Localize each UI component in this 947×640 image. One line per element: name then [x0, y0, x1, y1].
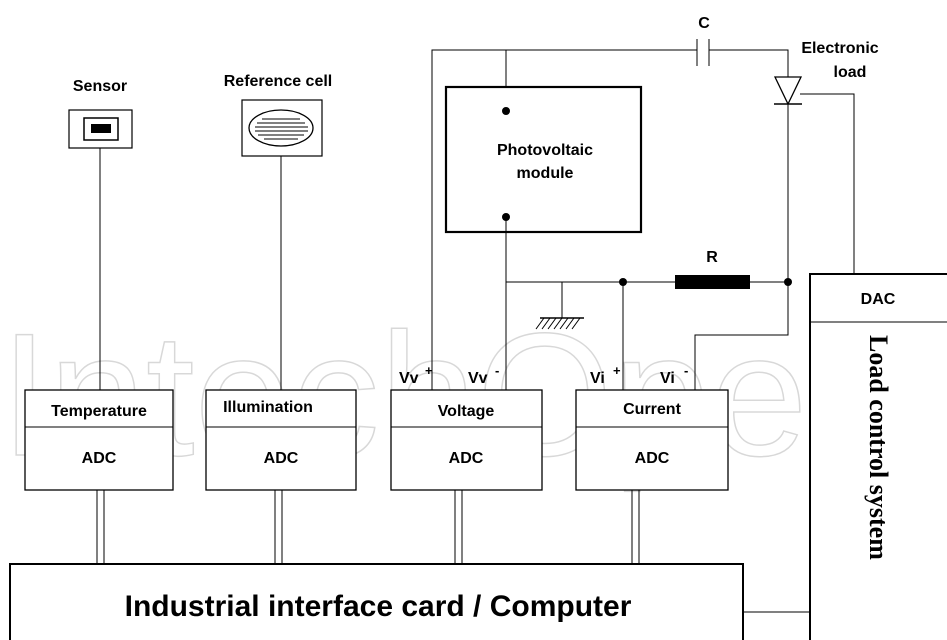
photovoltaic-module-box	[444, 85, 643, 234]
svg-text:-: -	[495, 363, 499, 378]
adc-sub: ADC	[264, 450, 299, 467]
sensor-icon	[68, 109, 133, 149]
computer-label: Industrial interface card / Computer	[125, 590, 632, 623]
adc-sub: ADC	[449, 450, 484, 467]
ground-icon	[535, 282, 584, 330]
capacitor-to-load-wire	[709, 49, 789, 77]
svg-text:-: -	[684, 363, 688, 378]
pv-module-label-line2: module	[517, 165, 574, 182]
vv-plus-wire	[431, 49, 697, 390]
terminal-vi-minus: Vi -	[660, 363, 688, 387]
load-control-system-box	[809, 273, 947, 640]
svg-text:Vi: Vi	[590, 370, 605, 387]
computer-box	[9, 563, 744, 640]
svg-text:+: +	[425, 363, 433, 378]
adc-sub: ADC	[635, 450, 670, 467]
electronic-load-label-line2: load	[834, 64, 867, 81]
terminal-vi-plus: Vi +	[590, 363, 621, 387]
svg-text:+: +	[613, 363, 621, 378]
diode-icon	[773, 76, 803, 106]
dac-label: DAC	[861, 291, 896, 308]
vi-minus-wire	[694, 282, 789, 390]
terminal-vv-minus: Vv -	[468, 363, 499, 387]
sensor-label: Sensor	[73, 78, 127, 95]
terminal-vv-plus: Vv +	[399, 363, 433, 387]
pv-module-label-line1: Photovoltaic	[497, 142, 593, 159]
adc-computer-buses	[96, 490, 640, 564]
svg-text:Vi: Vi	[660, 370, 675, 387]
resistor-label: R	[706, 249, 718, 266]
adc-block-temperature: Temperature ADC	[24, 389, 174, 491]
pv-plus-terminal	[502, 107, 510, 115]
resistor-icon	[675, 275, 750, 289]
dac-control-wire	[800, 93, 855, 274]
adc-block-voltage: Voltage ADC	[390, 389, 543, 491]
capacitor-label: C	[698, 15, 710, 32]
adc-title: Voltage	[438, 403, 495, 420]
adc-sub: ADC	[82, 450, 117, 467]
adc-block-illumination: Illumination ADC	[205, 389, 357, 491]
adc-block-current: Current ADC	[575, 389, 729, 491]
adc-title: Temperature	[51, 403, 147, 420]
svg-text:Vv: Vv	[468, 370, 488, 387]
load-control-system-label: Load control system	[864, 335, 893, 560]
adc-title: Illumination	[223, 399, 313, 416]
adc-title: Current	[623, 401, 681, 418]
reference-cell-icon	[241, 99, 323, 157]
electronic-load-label-line1: Electronic	[801, 40, 878, 57]
svg-text:Vv: Vv	[399, 370, 419, 387]
reference-cell-label: Reference cell	[224, 73, 333, 90]
